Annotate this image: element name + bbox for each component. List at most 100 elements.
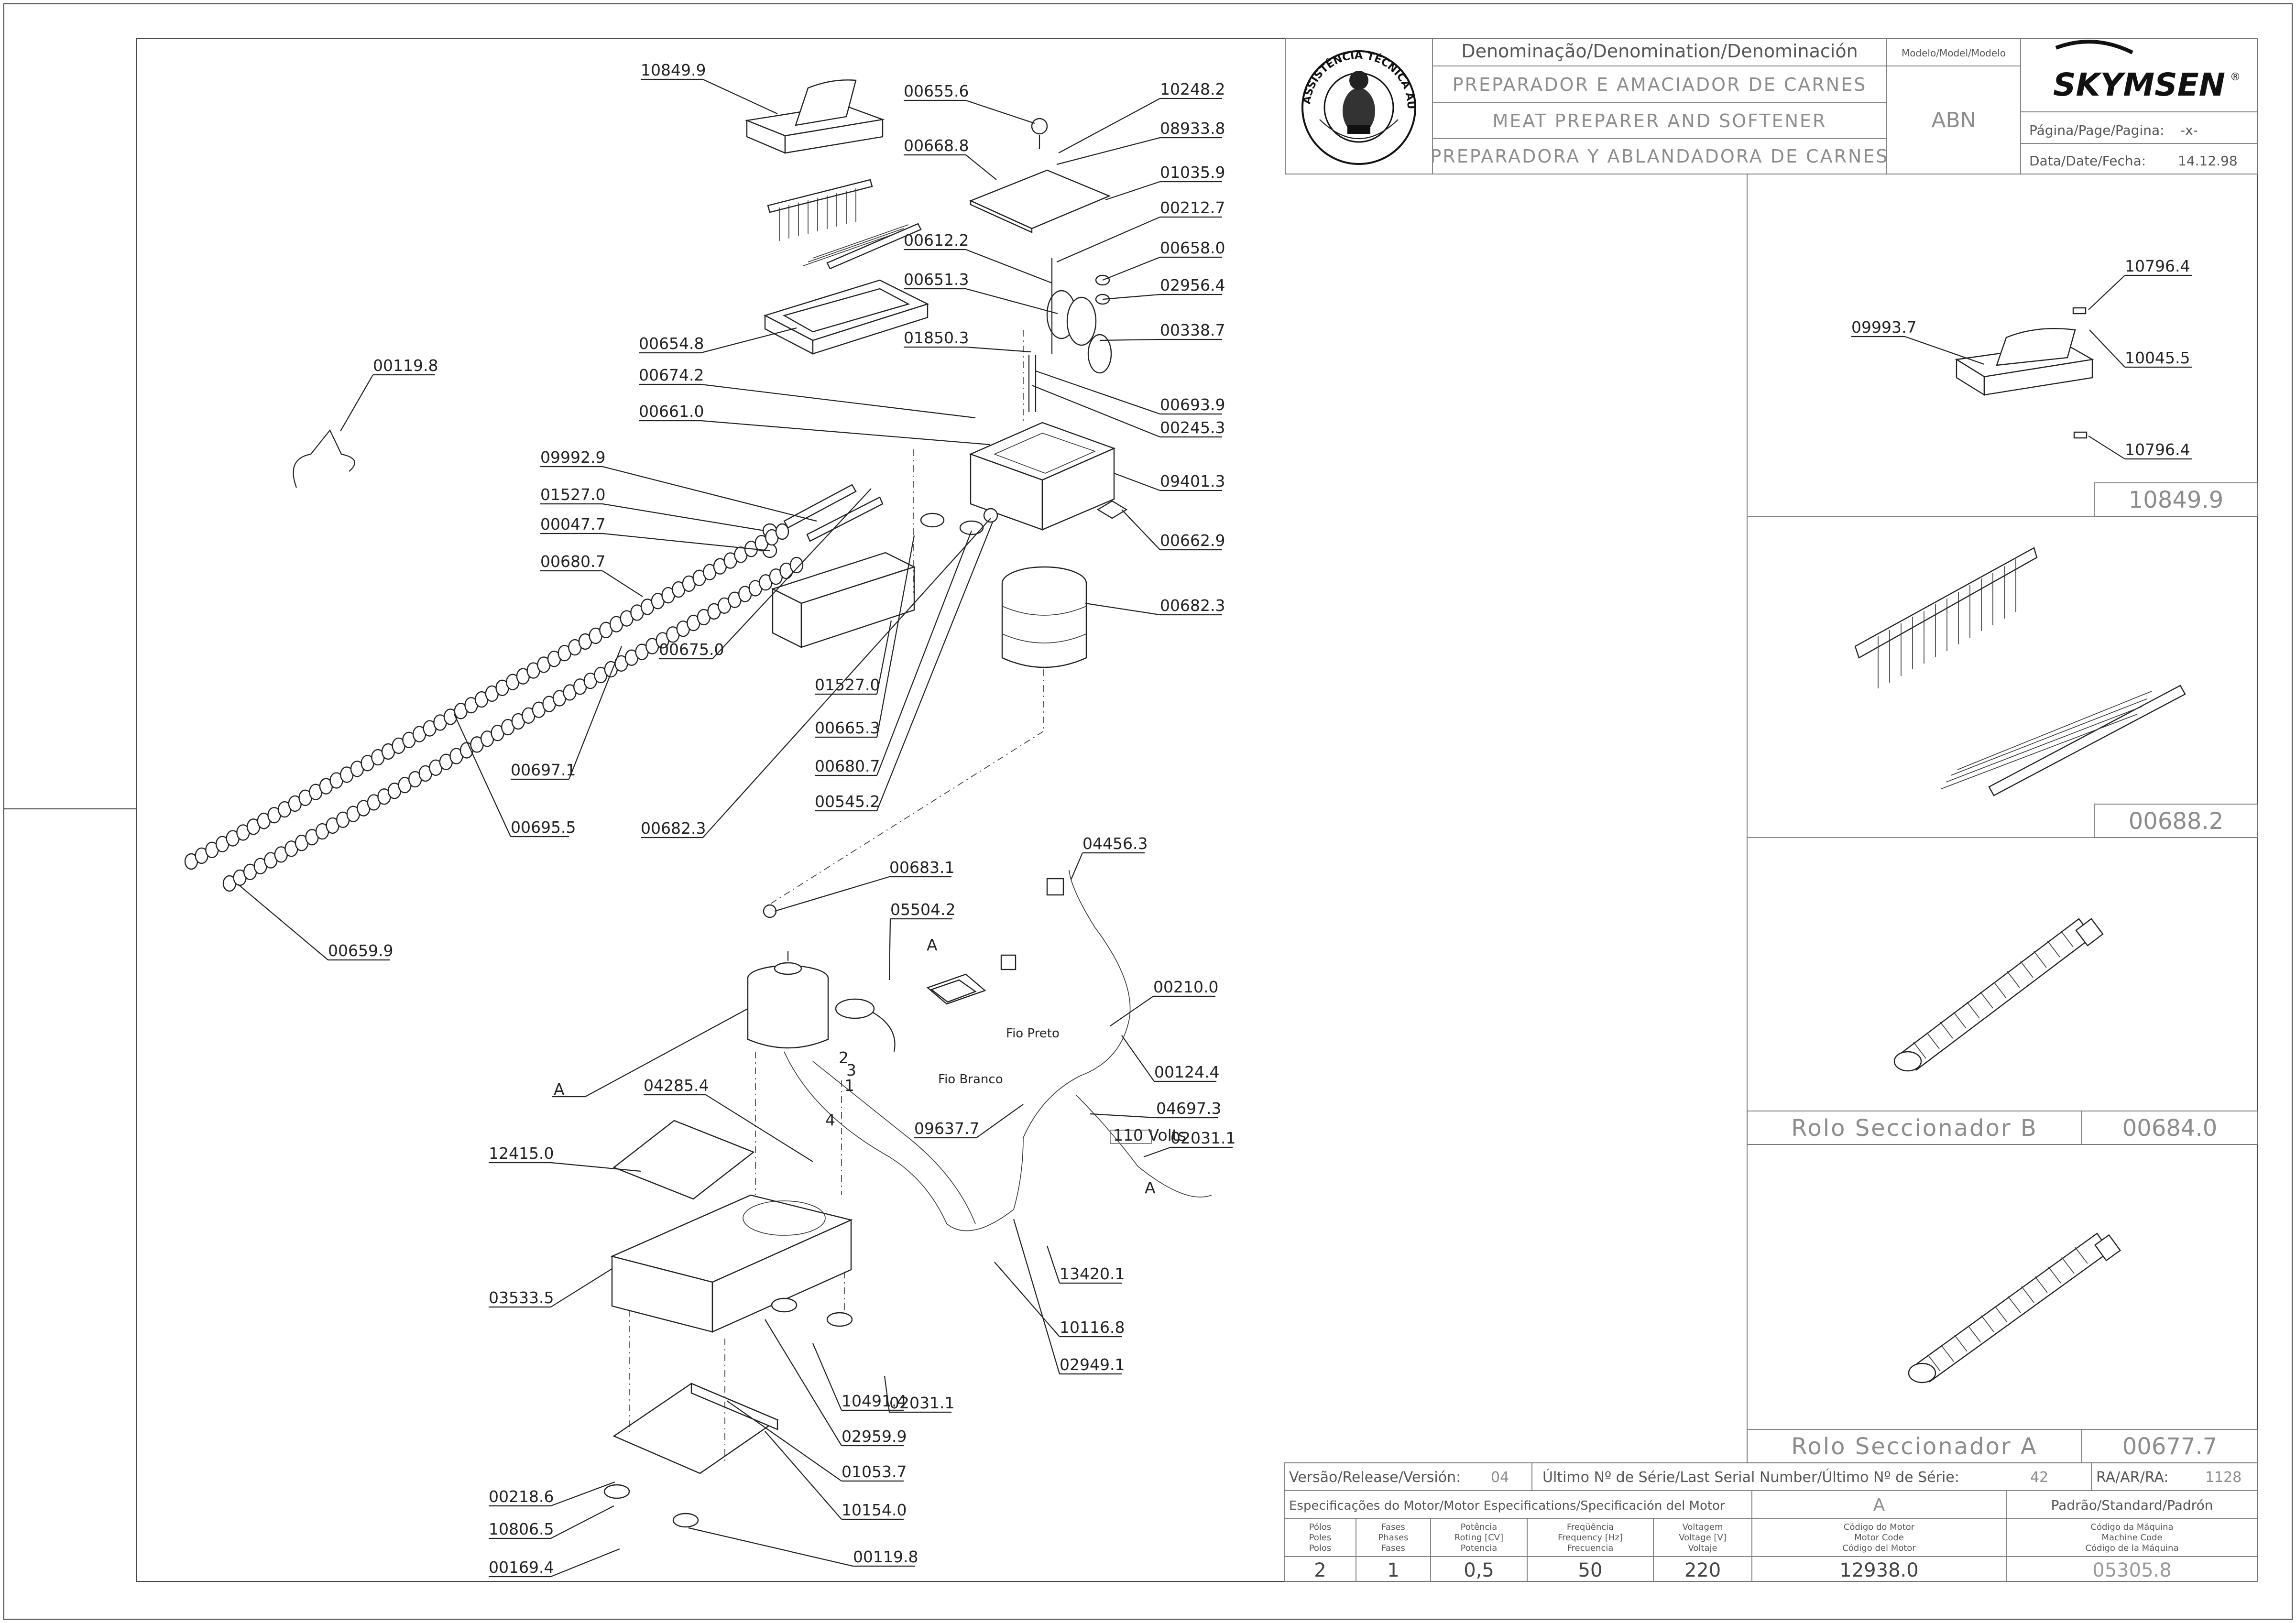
- white-wire-label: Fio Branco: [938, 1072, 1003, 1087]
- part-callout: 00245.3: [1160, 418, 1225, 437]
- part-callout: 10806.5: [489, 1520, 554, 1538]
- voltage-tag: 110 Volts: [1113, 1126, 1186, 1144]
- svg-text:Potencia: Potencia: [1461, 1543, 1498, 1553]
- part-callout: 00210.0: [1153, 978, 1218, 996]
- cutting-roller-a: [1908, 1232, 2121, 1383]
- cutting-disc: [775, 523, 789, 540]
- part-callout: 00682.3: [1160, 596, 1225, 615]
- wire-number: 4: [825, 1111, 835, 1129]
- svg-text:Machine Code: Machine Code: [2101, 1533, 2162, 1543]
- assembly-axes: [629, 330, 1044, 1463]
- part-callout: 00693.9: [1160, 395, 1225, 414]
- product-name-en: MEAT PREPARER AND SOFTENER: [1493, 110, 1827, 131]
- part-callout: 04456.3: [1082, 834, 1148, 853]
- part-callout: 00668.8: [904, 136, 969, 155]
- part-callout: 01035.9: [1160, 163, 1225, 182]
- svg-text:Polos: Polos: [1309, 1543, 1332, 1553]
- release-label: Versão/Release/Versión:: [1289, 1469, 1461, 1486]
- part-callout: 00124.4: [1154, 1063, 1219, 1081]
- svg-text:Fases: Fases: [1381, 1543, 1405, 1553]
- svg-text:Freqüência: Freqüência: [1567, 1522, 1614, 1532]
- part-callout: 00612.2: [904, 231, 969, 250]
- svg-text:Voltage [V]: Voltage [V]: [1679, 1533, 1727, 1543]
- svg-text:Código do Motor: Código do Motor: [1844, 1522, 1915, 1532]
- motor-frequency: 50: [1578, 1559, 1603, 1581]
- part-callout: 00119.8: [853, 1547, 918, 1566]
- panel-code: 10849.9: [2129, 487, 2224, 513]
- part-callout: 02031.1: [889, 1394, 954, 1412]
- cutting-roller-b: [1893, 918, 2104, 1072]
- part-callout: 00697.1: [511, 761, 576, 779]
- svg-text:10045.5: 10045.5: [2125, 349, 2190, 367]
- svg-text:SKYMSEN: SKYMSEN: [2053, 66, 2225, 103]
- ra-label: RA/AR/RA:: [2096, 1469, 2168, 1486]
- part-callout: 00047.7: [540, 515, 605, 534]
- part-callout: 00654.8: [639, 334, 704, 353]
- svg-text:Código de la Máquina: Código de la Máquina: [2086, 1543, 2179, 1553]
- motor-voltage: 220: [1684, 1559, 1721, 1581]
- panel-caption: Rolo Seccionador B: [1791, 1115, 2038, 1142]
- part-callout: 00212.7: [1160, 198, 1225, 217]
- wire-number: 2: [839, 1048, 849, 1067]
- part-callout: 09637.7: [914, 1119, 979, 1138]
- part-callout: 00680.7: [815, 757, 880, 775]
- connector-a-label: A: [927, 936, 938, 954]
- svg-text:Voltagem: Voltagem: [1682, 1522, 1723, 1532]
- svg-text:Potência: Potência: [1461, 1522, 1498, 1532]
- svg-text:®: ®: [2230, 71, 2241, 83]
- part-callout: 01527.0: [540, 485, 605, 504]
- part-callout: 02949.1: [1060, 1355, 1125, 1374]
- part-callout: 00665.3: [815, 719, 880, 737]
- svg-text:Fases: Fases: [1381, 1522, 1405, 1532]
- svg-text:10796.4: 10796.4: [2125, 440, 2190, 459]
- svg-text:Frecuencia: Frecuencia: [1567, 1543, 1614, 1553]
- svg-text:Frequency [Hz]: Frequency [Hz]: [1558, 1533, 1623, 1543]
- part-callout: 02031.1: [1170, 1129, 1235, 1147]
- part-callout: 12415.0: [489, 1144, 554, 1163]
- svg-text:Código da Máquina: Código da Máquina: [2090, 1522, 2173, 1532]
- part-callout: 00651.3: [904, 270, 969, 289]
- part-callout: 04697.3: [1156, 1099, 1221, 1118]
- cutting-disc: [789, 556, 804, 574]
- part-callout: 09992.9: [540, 448, 605, 467]
- part-callout: 00218.6: [489, 1487, 554, 1506]
- part-callout: 02959.9: [842, 1427, 907, 1446]
- denomination-header: Denominação/Denomination/Denominación: [1461, 41, 1858, 62]
- part-callout: 05504.2: [890, 900, 955, 919]
- svg-text:Voltaje: Voltaje: [1688, 1543, 1717, 1553]
- part-callout: 00674.2: [639, 366, 704, 384]
- cutting-disc-stack-upper: [184, 523, 789, 870]
- svg-text:Phases: Phases: [1378, 1533, 1408, 1543]
- part-callout: 10491.4: [842, 1392, 907, 1410]
- standard-label: Padrão/Standard/Padrón: [2051, 1497, 2213, 1513]
- svg-text:Código del Motor: Código del Motor: [1842, 1543, 1916, 1553]
- part-callout: 13420.1: [1060, 1264, 1125, 1283]
- part-callout: 09401.3: [1160, 472, 1225, 490]
- comb-plate-detail: [1854, 547, 2186, 796]
- motor-poles: 2: [1314, 1559, 1326, 1581]
- motor-spec-label: Especificações do Motor/Motor Especifica…: [1289, 1499, 1725, 1513]
- motor-code: 12938.0: [1839, 1559, 1918, 1581]
- model-header: Modelo/Model/Modelo: [1902, 47, 2006, 59]
- page-label: Página/Page/Pagina:: [2029, 122, 2165, 138]
- part-callout: 00661.0: [639, 402, 704, 421]
- detail-panels: 10849.9 00688.2 Rolo Seccionador B 00684…: [1747, 174, 2258, 1463]
- part-callout: 00659.9: [328, 941, 393, 960]
- part-callout: 02956.4: [1160, 276, 1225, 294]
- part-callout: 00680.7: [540, 552, 605, 571]
- part-callout: 01850.3: [904, 328, 969, 347]
- panel-code: 00688.2: [2129, 808, 2224, 835]
- motor-phases: 1: [1387, 1559, 1399, 1581]
- part-callout: 00545.2: [815, 792, 880, 811]
- part-callout: 10116.8: [1060, 1318, 1125, 1337]
- part-callout: 00662.9: [1160, 531, 1225, 550]
- panel-caption: Rolo Seccionador A: [1791, 1433, 2038, 1460]
- part-callout: 00675.0: [659, 640, 724, 659]
- parts-artwork: [293, 79, 1128, 668]
- part-callout: 00655.6: [904, 82, 969, 100]
- part-callout: 00338.7: [1160, 321, 1225, 339]
- motor-assembly: [603, 870, 1212, 1528]
- part-callout: 00169.4: [489, 1558, 554, 1577]
- svg-text:10796.4: 10796.4: [2125, 257, 2190, 275]
